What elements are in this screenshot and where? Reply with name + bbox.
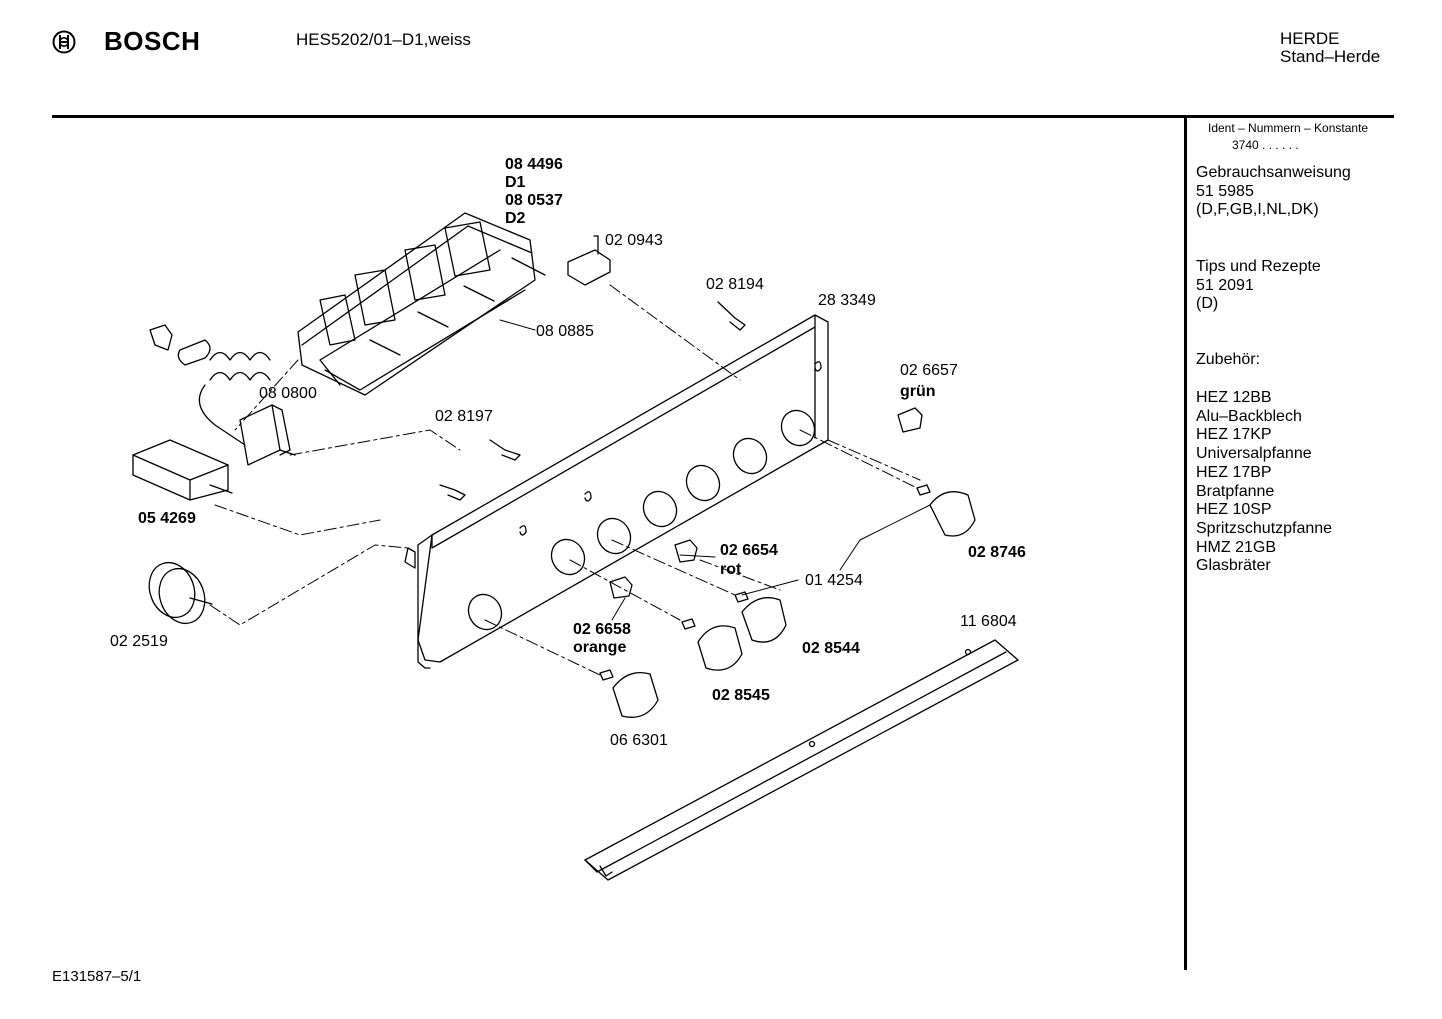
part-label-lamp-orange: 02 6658 [573, 621, 631, 638]
sidebar-divider [1184, 118, 1187, 970]
accessory-item: HEZ 17KP [1196, 426, 1272, 444]
part-label-terminal-block: 05 4269 [138, 510, 196, 527]
knob-drawings [599, 484, 976, 718]
terminal-block-drawing [132, 439, 233, 501]
label-leaders [499, 319, 931, 621]
accessory-item: HEZ 10SP [1196, 501, 1272, 519]
accessory-item: Alu–Backblech [1196, 407, 1302, 425]
part-label-thermostat: 08 0800 [259, 385, 317, 402]
category-title: HERDE [1280, 29, 1340, 48]
model-title: HES5202/01–D1,weiss [296, 30, 471, 49]
part-label-switch-block-b: 08 0537 [505, 192, 563, 209]
exploded-parts-diagram [132, 212, 1019, 881]
accessories-title: Zubehör: [1196, 351, 1261, 368]
part-label-trim-strip: 11 6804 [960, 613, 1017, 630]
part-label-pin-top: 02 8194 [706, 276, 764, 293]
part-label-variant-d2: D2 [505, 210, 526, 227]
part-label-timer: 02 2519 [110, 633, 168, 650]
part-label-lamp-orange-color: orange [573, 639, 627, 656]
part-label-small-switch: 02 0943 [605, 232, 663, 249]
part-label-lamp-green-color: grün [900, 383, 936, 400]
doc-item-recipes: Tips und Rezepte 51 2091 (D) [1196, 258, 1321, 314]
small-switch-drawing [567, 235, 611, 286]
part-label-switch-block-a: 08 4496 [505, 156, 563, 173]
lamp-drawings [609, 407, 923, 599]
doc-item-note: (D,F,GB,I,NL,DK) [1196, 201, 1319, 219]
ident-title: Ident – Nummern – Konstante [1208, 121, 1369, 135]
part-label-panel: 28 3349 [818, 292, 876, 309]
doc-item-number: 51 5985 [1196, 182, 1254, 200]
doc-item-title: Tips und Rezepte [1196, 258, 1321, 275]
accessory-item: Glasbräter [1196, 557, 1271, 575]
accessory-item: Spritzschutzpfanne [1196, 519, 1333, 537]
part-label-lamp-red-color: rot [720, 561, 742, 578]
timer-drawing [148, 561, 213, 625]
doc-item-note: (D) [1196, 295, 1219, 313]
brand-name: BOSCH [104, 26, 201, 56]
bosch-armature-logo-icon [52, 30, 76, 54]
part-label-lamp-green: 02 6657 [900, 362, 958, 379]
document-code: E131587–5/1 [52, 968, 142, 985]
part-label-lamp-red: 02 6654 [720, 542, 778, 559]
part-label-knob-mid: 02 8545 [712, 687, 770, 704]
part-label-pin-mid: 02 8197 [435, 408, 493, 425]
control-panel-drawing [404, 314, 829, 669]
header-divider [52, 115, 1394, 118]
doc-item-manual: Gebrauchsanweisung 51 5985 (D,F,GB,I,NL,… [1196, 164, 1351, 220]
doc-item-number: 51 2091 [1196, 276, 1254, 294]
pin-drawings [439, 301, 746, 501]
part-label-knob-left: 06 6301 [610, 732, 668, 749]
accessory-item: Universalpfanne [1196, 445, 1312, 463]
trim-strip-drawing [584, 639, 1019, 881]
accessory-item: Bratpfanne [1196, 482, 1275, 500]
leader-lines [209, 284, 921, 676]
ident-value: 3740 . . . . . . [1232, 138, 1299, 152]
part-label-knob-mid-right: 02 8544 [802, 640, 860, 657]
part-label-spring: 01 4254 [805, 572, 863, 589]
part-label-bracket: 08 0885 [536, 323, 594, 340]
accessories-list: HEZ 12BB Alu–Backblech HEZ 17KP Universa… [1196, 389, 1332, 576]
part-label-knob-right: 02 8746 [968, 544, 1026, 561]
part-label-variant-d1: D1 [505, 174, 526, 191]
thermostat-drawing [149, 324, 296, 466]
subcategory-title: Stand–Herde [1280, 47, 1381, 66]
accessory-item: HEZ 17BP [1196, 463, 1272, 481]
accessory-item: HEZ 12BB [1196, 389, 1272, 406]
switch-block-drawing [297, 212, 546, 396]
doc-item-title: Gebrauchsanweisung [1196, 164, 1351, 181]
accessory-item: HMZ 21GB [1196, 538, 1277, 556]
